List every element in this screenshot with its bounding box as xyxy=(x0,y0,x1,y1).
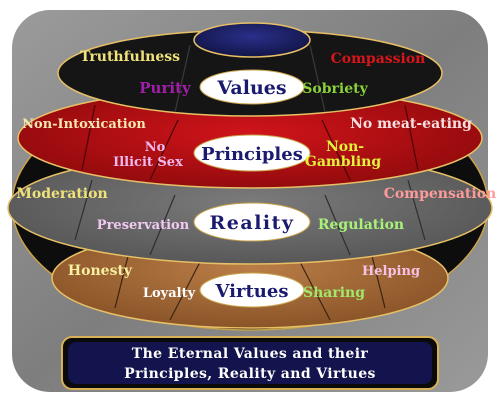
no-meat-eating-label: No meat-eating xyxy=(350,116,472,132)
caption-line1: The Eternal Values and their xyxy=(132,346,369,362)
compassion-label: Compassion xyxy=(331,51,426,67)
sobriety-label: Sobriety xyxy=(302,81,368,97)
preservation-label: Preservation xyxy=(97,218,190,233)
non-gambling-line2: Gambling xyxy=(305,154,381,170)
compensation-label: Compensation xyxy=(384,186,496,202)
reality-oval xyxy=(193,202,311,242)
caption-box: The Eternal Values and their Principles,… xyxy=(61,336,439,390)
principles-label: Principles xyxy=(201,144,303,165)
principles-oval xyxy=(193,134,311,172)
moderation-label: Moderation xyxy=(16,186,107,202)
purity-label: Purity xyxy=(139,79,192,97)
top-cap xyxy=(193,22,311,58)
virtues-oval xyxy=(199,272,305,308)
no-illicit-sex-line2: Illicit Sex xyxy=(113,155,183,170)
reality-label: Reality xyxy=(210,212,295,234)
regulation-label: Regulation xyxy=(318,217,404,233)
non-gambling-line1: Non- xyxy=(326,139,364,155)
honesty-label: Honesty xyxy=(68,263,133,279)
values-label: Values xyxy=(216,77,286,99)
non-intoxication-label: Non-Intoxication xyxy=(22,117,146,132)
helping-label: Helping xyxy=(362,264,420,279)
no-illicit-sex-line1: No xyxy=(145,140,166,155)
caption-line2: Principles, Reality and Virtues xyxy=(124,366,376,382)
sharing-label: Sharing xyxy=(303,285,365,301)
virtues-label: Virtues xyxy=(215,281,289,302)
values-oval xyxy=(199,69,305,105)
loyalty-label: Loyalty xyxy=(143,286,196,301)
truthfulness-label: Truthfulness xyxy=(80,49,180,65)
